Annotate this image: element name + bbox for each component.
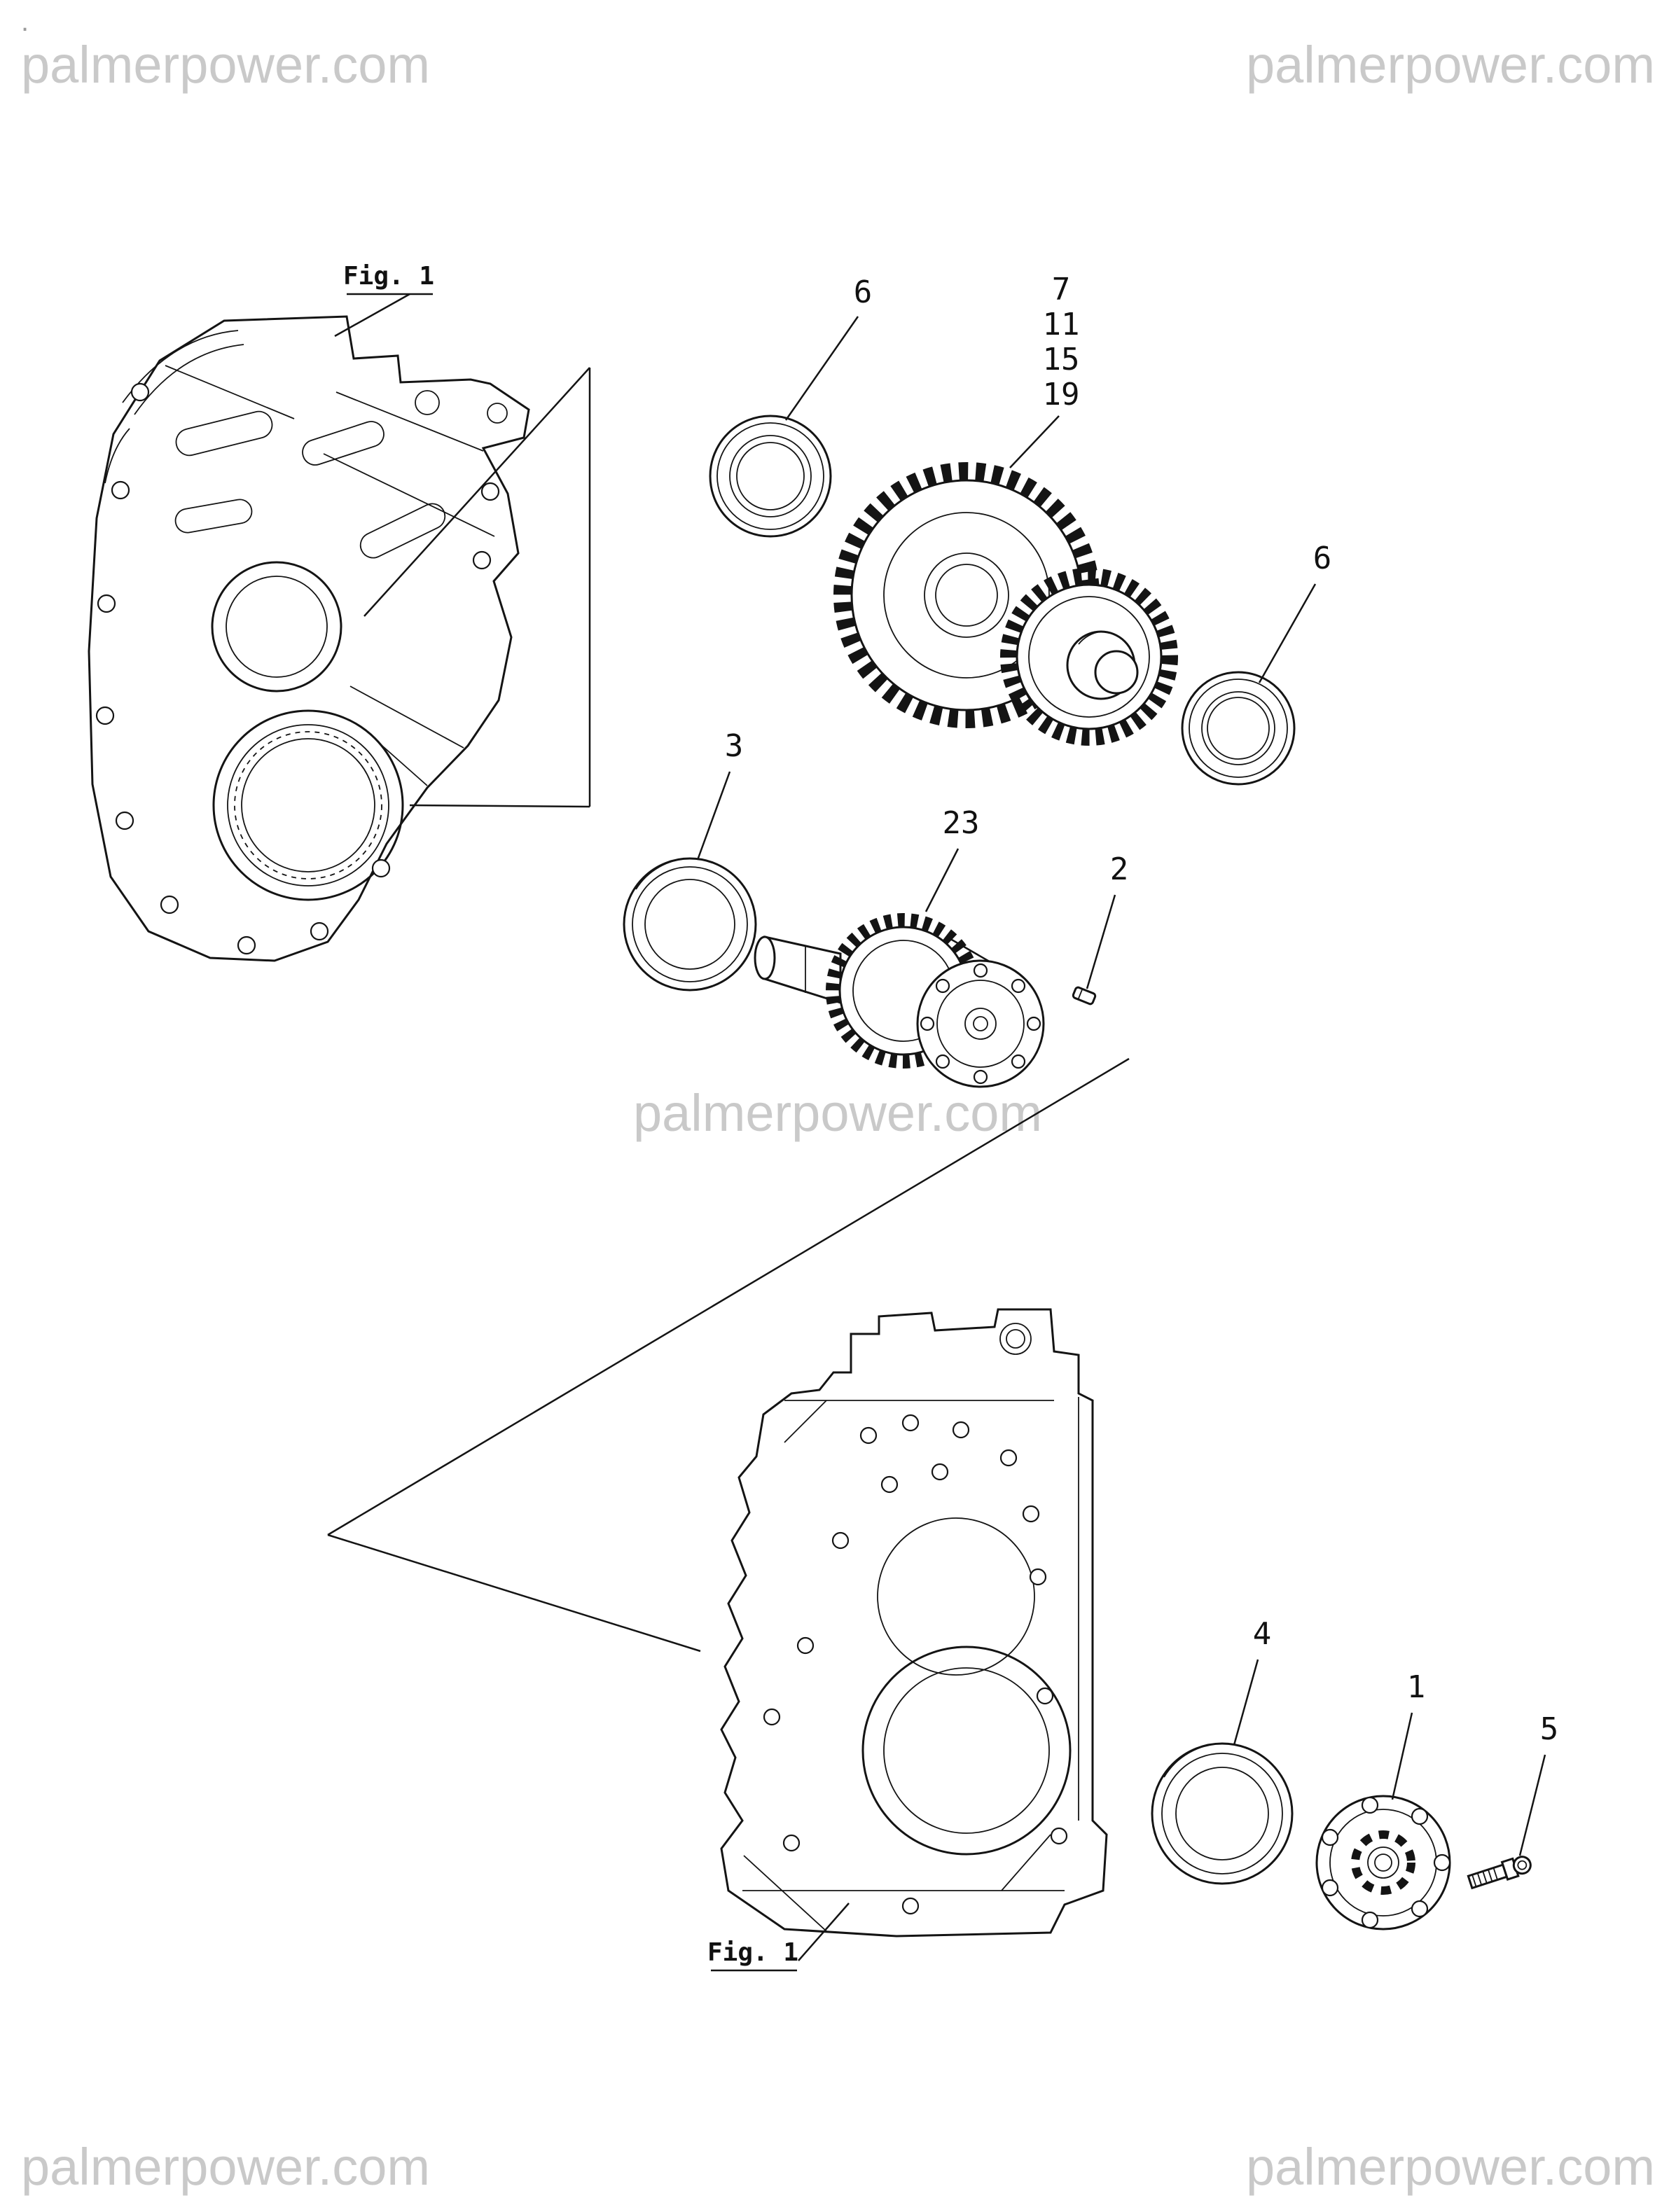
watermark-top-left: palmerpower.com (21, 36, 430, 94)
bearing-6-upper-drawing (709, 415, 832, 538)
fig1-top-leader (334, 293, 410, 338)
seal-4-drawing (1151, 1742, 1294, 1885)
bearing-6-right-drawing (1181, 671, 1296, 786)
part-label-6-upper: 6 (784, 274, 873, 421)
fig1-bottom-text: Fig. 1 (707, 1938, 798, 1967)
leader-2 (1086, 894, 1116, 989)
part-label-3: 3 (696, 728, 744, 861)
leader-6-upper (784, 316, 859, 421)
part-label-6-right: 6 (1258, 541, 1332, 683)
part-label-gear-cluster: 7 11 15 19 (1009, 272, 1080, 468)
part-label-4: 4 (1233, 1616, 1272, 1746)
watermark-bottom-left: palmerpower.com (21, 2138, 430, 2196)
leader-gear-cluster (1009, 415, 1060, 468)
shaft-gear-23-drawing (754, 913, 1045, 1088)
svg-text:7: 7 (1052, 272, 1071, 307)
part-label-23: 23 (924, 805, 980, 912)
svg-text:6: 6 (854, 274, 873, 310)
svg-text:5: 5 (1540, 1711, 1559, 1747)
svg-text:15: 15 (1043, 342, 1080, 377)
part-label-1: 1 (1391, 1669, 1426, 1800)
seal-3-drawing (623, 857, 757, 992)
watermark-top-right: palmerpower.com (1246, 36, 1655, 94)
svg-text:2: 2 (1110, 851, 1129, 887)
assembly-construction-lines (327, 367, 1130, 1653)
svg-text:23: 23 (943, 805, 980, 841)
part-label-2: 2 (1086, 851, 1129, 989)
fig1-bottom-leader (798, 1903, 850, 1961)
svg-text:6: 6 (1313, 541, 1332, 576)
leader-4 (1233, 1659, 1259, 1746)
watermark-center: palmerpower.com (633, 1084, 1042, 1142)
gear-cluster-drawing (833, 462, 1178, 746)
part-label-5: 5 (1518, 1711, 1559, 1856)
svg-text:3: 3 (725, 728, 744, 764)
leader-5 (1518, 1754, 1546, 1856)
leader-3 (696, 771, 731, 861)
fig1-bottom-label: Fig. 1 (707, 1903, 850, 1972)
corner-dot: . (21, 6, 29, 37)
svg-text:1: 1 (1407, 1669, 1426, 1705)
fig1-top-text: Fig. 1 (343, 262, 434, 291)
bolt-5-drawing (1467, 1856, 1532, 1890)
leader-23 (924, 848, 960, 912)
lower-housing-drawing (720, 1308, 1108, 1938)
upper-housing-drawing (88, 315, 530, 962)
leader-6-right (1258, 583, 1317, 683)
svg-text:4: 4 (1253, 1616, 1272, 1652)
svg-text:19: 19 (1043, 377, 1080, 412)
leader-1 (1391, 1712, 1413, 1800)
svg-text:11: 11 (1043, 307, 1080, 342)
pin-2-drawing (1072, 986, 1097, 1006)
watermark-bottom-right: palmerpower.com (1246, 2138, 1655, 2196)
plate-1-drawing (1315, 1795, 1451, 1931)
fig1-top-label: Fig. 1 (334, 262, 434, 338)
